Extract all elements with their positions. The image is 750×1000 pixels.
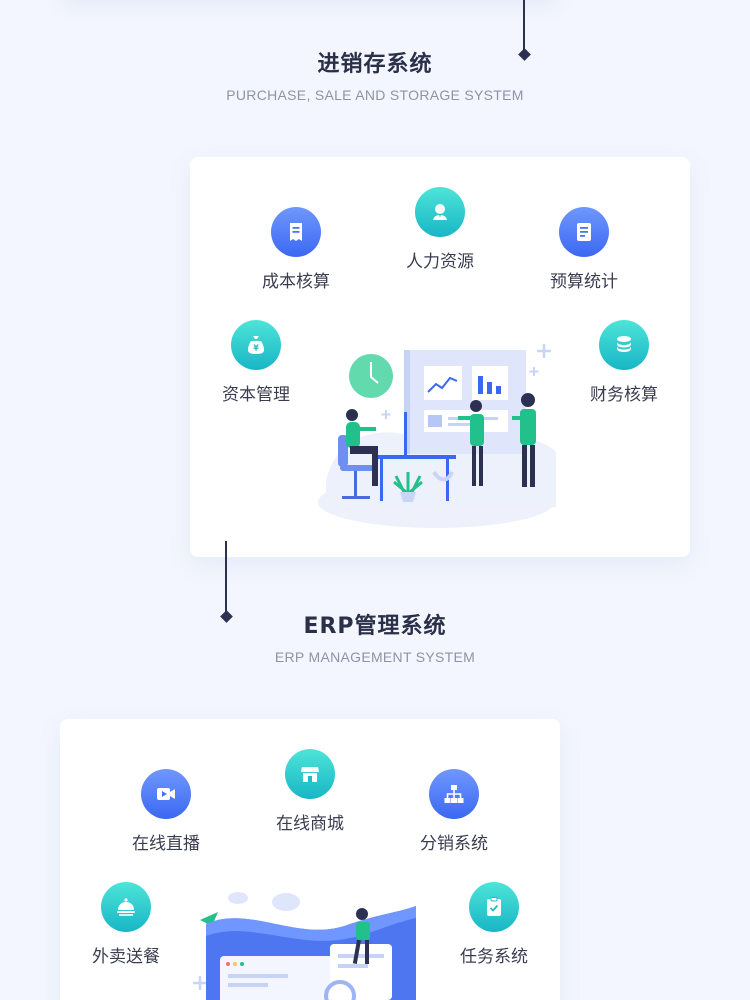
feature-label: 资本管理 <box>222 385 290 405</box>
feature-financial-accounting[interactable]: 财务核算 <box>564 320 684 405</box>
connector-line <box>523 0 525 52</box>
section-subtitle-erp: ERP MANAGEMENT SYSTEM <box>274 649 476 665</box>
feature-cost-accounting[interactable]: 成本核算 <box>236 207 356 292</box>
feature-label: 预算统计 <box>550 272 618 292</box>
feature-label: 任务系统 <box>460 947 528 967</box>
food-cloche-icon <box>101 882 151 932</box>
feature-label: 外卖送餐 <box>92 947 160 967</box>
feature-capital-management[interactable]: ¥ 资本管理 <box>196 320 316 405</box>
coin-stack-icon <box>599 320 649 370</box>
video-camera-icon <box>141 769 191 819</box>
erp-dashboard-illustration <box>193 892 416 1000</box>
feature-label: 成本核算 <box>262 272 330 292</box>
feature-online-mall[interactable]: 在线商城 <box>250 749 370 834</box>
feature-budget-statistics[interactable]: 预算统计 <box>524 207 644 292</box>
feature-label: 在线直播 <box>132 834 200 854</box>
clipboard-check-icon <box>469 882 519 932</box>
section-title-erp: ERP管理系统 <box>303 614 447 639</box>
feature-label: 人力资源 <box>406 252 474 272</box>
svg-text:¥: ¥ <box>253 344 259 353</box>
user-badge-icon <box>415 187 465 237</box>
money-bag-icon: ¥ <box>231 320 281 370</box>
feature-label: 分销系统 <box>420 834 488 854</box>
feature-distribution[interactable]: 分销系统 <box>394 769 514 854</box>
receipt-icon <box>271 207 321 257</box>
purchase-system-card: 成本核算 人力资源 预算统计 ¥ 资本管理 财务核算 <box>190 157 690 557</box>
storefront-icon <box>285 749 335 799</box>
feature-label: 在线商城 <box>276 814 344 834</box>
section-subtitle-purchase: PURCHASE, SALE AND STORAGE SYSTEM <box>226 87 524 103</box>
section-title-purchase: 进销存系统 <box>317 52 433 77</box>
feature-live-streaming[interactable]: 在线直播 <box>106 769 226 854</box>
feature-human-resources[interactable]: 人力资源 <box>380 187 500 272</box>
office-team-illustration <box>318 344 556 528</box>
document-list-icon <box>559 207 609 257</box>
feature-label: 财务核算 <box>590 385 658 405</box>
connector-line <box>225 541 227 615</box>
feature-task-system[interactable]: 任务系统 <box>434 882 554 967</box>
org-chart-icon <box>429 769 479 819</box>
erp-system-card: 在线直播 在线商城 分销系统 外卖送餐 任务系统 <box>60 719 560 1000</box>
feature-food-delivery[interactable]: 外卖送餐 <box>66 882 186 967</box>
